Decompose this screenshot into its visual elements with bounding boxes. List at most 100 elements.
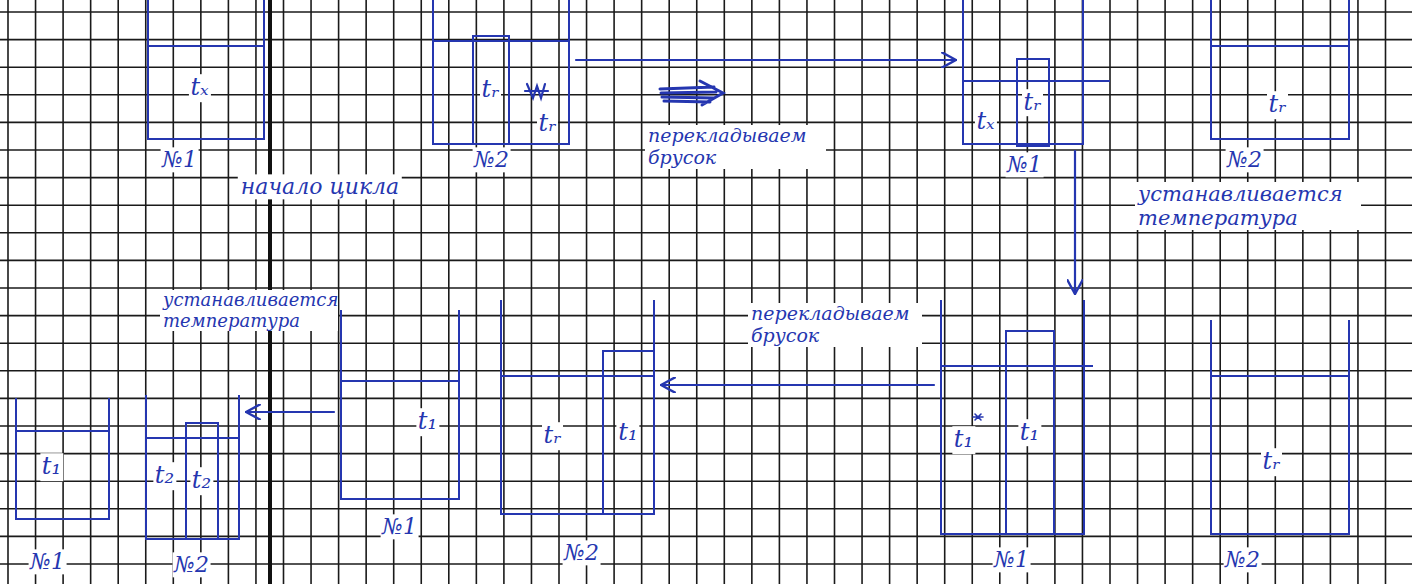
- grid-line: [0, 425, 1412, 427]
- note: начало цикла: [238, 174, 402, 199]
- grid-line: [0, 94, 1412, 96]
- grid-line: [1330, 0, 1332, 584]
- vessel-number: №2: [1225, 147, 1264, 172]
- temperature-label: t₁: [952, 426, 975, 454]
- scribbled-arrow: [660, 81, 723, 105]
- temperature-label: t₁: [616, 419, 639, 447]
- grid-line: [0, 177, 1412, 179]
- grid-line: [0, 260, 1412, 262]
- grid-line: [1109, 0, 1111, 584]
- grid-line: [0, 370, 1412, 372]
- grid-line: [586, 0, 588, 584]
- temperature-label: tᵣ: [1261, 448, 1283, 476]
- grid-line: [531, 0, 533, 584]
- vessel-number: №2: [472, 147, 511, 172]
- grid-line: [393, 0, 395, 584]
- transition-arrow: [576, 59, 956, 61]
- grid-line: [476, 0, 478, 584]
- grid-line: [1219, 0, 1221, 584]
- vessel: tᵣ№2tᵣ: [432, 0, 570, 145]
- vessel: t₂№2t₂: [145, 395, 240, 540]
- grid-line: [7, 0, 9, 584]
- grid-line: [0, 453, 1412, 455]
- grid-line: [0, 287, 1412, 289]
- grid-line: [834, 0, 836, 584]
- water-line: [940, 365, 1093, 367]
- grid-line: [1247, 0, 1249, 584]
- grid-line: [806, 0, 808, 584]
- grid-line: [0, 563, 1412, 565]
- grid-line: [0, 536, 1412, 538]
- temperature-label: tᵣ: [537, 110, 559, 138]
- grid-line: [0, 66, 1412, 68]
- grid-line: [613, 0, 615, 584]
- grid-line: [1192, 0, 1194, 584]
- temperature-label: tᵣ: [542, 422, 564, 450]
- transition-arrow: [1074, 151, 1076, 294]
- grid-line: [117, 0, 119, 584]
- water-line: [340, 380, 460, 382]
- temperature-label: t₂: [190, 467, 213, 495]
- bar-block: t₁: [1005, 330, 1055, 535]
- grid-line: [448, 0, 450, 584]
- grid-line: [558, 0, 560, 584]
- arrow-label: перекладываем брусок: [748, 303, 922, 347]
- temperature-label: tₓ: [188, 74, 210, 102]
- grid-line: [889, 0, 891, 584]
- grid-line: [641, 0, 643, 584]
- grid-line: [0, 39, 1412, 41]
- grid-line: [35, 0, 37, 584]
- grid-line: [365, 0, 367, 584]
- grid-line: [1027, 0, 1029, 584]
- grid-line: [1164, 0, 1166, 584]
- transition-arrow: [661, 384, 934, 386]
- vessel: tₓ№1tᵣ: [962, 0, 1084, 145]
- vessel: tₓ№1: [147, 0, 265, 140]
- arrow-label: перекладываем брусок: [645, 125, 826, 169]
- grid-line: [0, 122, 1412, 124]
- bar-block: t₂: [185, 422, 219, 540]
- grid-line: [971, 0, 973, 584]
- grid-line: [944, 0, 946, 584]
- grid-line: [1357, 0, 1359, 584]
- temperature-label: tᵣ: [1267, 91, 1289, 119]
- vessel: t₁№1: [15, 398, 110, 520]
- vessel-number: №2: [562, 540, 601, 565]
- grid-line: [503, 0, 505, 584]
- vessel: tᵣ№2t₁: [500, 300, 655, 515]
- water-line: [145, 437, 240, 439]
- grid-line: [0, 398, 1412, 400]
- temperature-label: tᵣ: [480, 76, 502, 104]
- water-line: [15, 430, 110, 432]
- water-line: [1210, 45, 1350, 47]
- vessel-number: №1: [1005, 152, 1044, 177]
- grid-line: [0, 11, 1412, 13]
- grid-line: [1302, 0, 1304, 584]
- vessel-number: №2: [1223, 547, 1262, 572]
- vessel: t₁№1: [340, 310, 460, 500]
- grid-line: [90, 0, 92, 584]
- vessel-number: №1: [992, 547, 1031, 572]
- grid-line: [779, 0, 781, 584]
- grid-line: [1275, 0, 1277, 584]
- water-line: [1210, 375, 1350, 377]
- temperature-label: t₁: [40, 453, 63, 481]
- arrow-label: устанавливается температура: [160, 290, 338, 331]
- vessel: tᵣ№2: [1210, 0, 1350, 140]
- grid-line: [0, 232, 1412, 234]
- bar-block: t₁: [602, 350, 655, 515]
- grid-line: [751, 0, 753, 584]
- vessel: tᵣ№2: [1210, 320, 1350, 535]
- vessel-number: №1: [380, 514, 419, 539]
- vessel-number: №1: [160, 147, 199, 172]
- water-line: [962, 80, 1110, 82]
- crossed-out-mark: [525, 84, 548, 98]
- vessel-number: №1: [28, 549, 67, 574]
- transition-arrow: [246, 411, 334, 413]
- temperature-label: tₓ: [974, 108, 996, 136]
- grid-line: [1137, 0, 1139, 584]
- grid-line: [420, 0, 422, 584]
- note: устанавливается температура: [1135, 182, 1361, 230]
